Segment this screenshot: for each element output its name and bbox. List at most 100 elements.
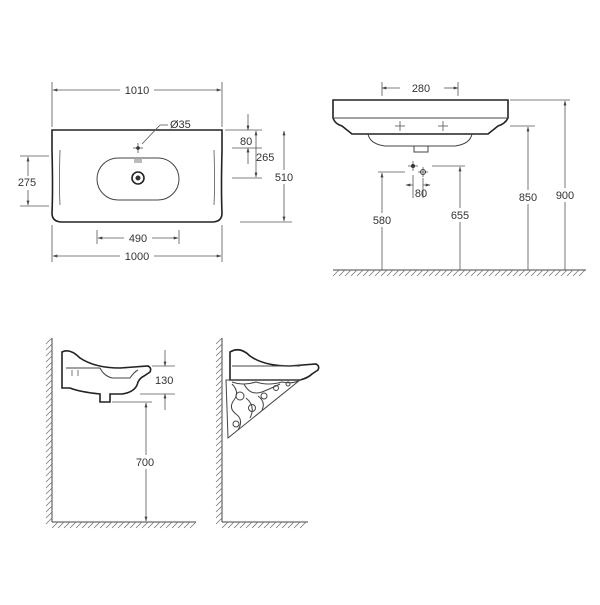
hatch-line [227,521,235,529]
hatch-line [215,469,223,477]
hatch-line [111,521,119,529]
hatch-line [51,521,59,529]
hatch-line [386,269,394,277]
hatch-line [45,337,53,345]
hatch-line [380,269,388,277]
hatch-line [215,343,223,351]
hatch-line [464,269,472,277]
hatch-line [482,269,490,277]
dim-700: 700 [136,457,154,469]
dim-850: 850 [519,192,537,204]
hatch-line [177,521,185,529]
side-view-basin [61,350,152,403]
hatch-line [45,481,53,489]
hatch-line [548,269,556,277]
hatch-line [171,521,179,529]
hatch-line [215,511,223,519]
hatch-line [344,269,352,277]
dim-tap-hole-diameter: Ø35 [170,119,191,131]
hatch-line [87,521,95,529]
hatch-line [45,349,53,357]
front-view-basin [332,99,509,135]
hatch-line [506,269,514,277]
hatch-line [488,269,496,277]
hatch-line [45,433,53,441]
hatch-line [368,269,376,277]
top-view-right-rim [213,149,215,206]
hatch-line [45,457,53,465]
hatch-line [215,421,223,429]
hatch-line [215,415,223,423]
hatch-line [215,451,223,459]
hatch-line [117,521,125,529]
hatch-line [215,481,223,489]
hatch-line [398,269,406,277]
hatch-line [416,269,424,277]
hatch-line [554,269,562,277]
hatch-line [99,521,107,529]
hatch-line [215,397,223,405]
hatch-line [45,367,53,375]
hatch-line [215,391,223,399]
front-view-bowl-bottom [367,133,473,147]
hatch-line [45,403,53,411]
hatch-line [45,409,53,417]
hatch-line [45,391,53,399]
top-view-left-rim [59,149,61,206]
hatch-line [129,521,137,529]
hatch-line [123,521,131,529]
hatch-line [215,403,223,411]
bowl-oval [96,157,180,201]
hatch-line [215,385,223,393]
hatch-line [452,269,460,277]
hatch-line [542,269,550,277]
hatch-line [215,427,223,435]
hatch-line [536,269,544,277]
hatch-line [45,505,53,513]
hatch-line [287,521,295,529]
top-view-basin-outline [51,129,223,223]
hatch-line [45,415,53,423]
hatch-line [45,385,53,393]
hatch-line [45,469,53,477]
dim-580: 580 [373,215,391,227]
hatch-line [165,521,173,529]
hatch-line [215,505,223,513]
hatch-line [338,269,346,277]
hatch-line [275,521,283,529]
hatch-line [81,521,89,529]
hatch-line [45,373,53,381]
hatch-line [75,521,83,529]
tap-hole-icon [136,146,140,150]
hatch-line [392,269,400,277]
hatch-line [434,269,442,277]
hatch-line [293,521,301,529]
hatch-line [215,349,223,357]
side-view-bracket-mount [215,337,320,529]
ornate-bracket-icon [225,379,302,440]
hatch-line [374,269,382,277]
hatch-line [500,269,508,277]
hatch-line [215,499,223,507]
side-view-bowl-line [66,367,139,379]
hatch-line [57,521,65,529]
hatch-line [45,379,53,387]
hatch-line [281,521,289,529]
hatch-line [572,269,580,277]
hatch-line [215,463,223,471]
hatch-line [45,445,53,453]
hatch-line [45,511,53,519]
hatch-line [257,521,265,529]
hatch-line [45,487,53,495]
hatch-line [215,457,223,465]
dim-490: 490 [129,233,147,245]
hatch-line [428,269,436,277]
top-view: 1010 1000 490 Ø35 275 80 265 [12,82,298,263]
bracket-floor-hatch [221,521,307,529]
hatch-line [578,269,586,277]
hatch-line [233,521,241,529]
hatch-line [263,521,271,529]
hatch-line [560,269,568,277]
hatch-line [45,451,53,459]
